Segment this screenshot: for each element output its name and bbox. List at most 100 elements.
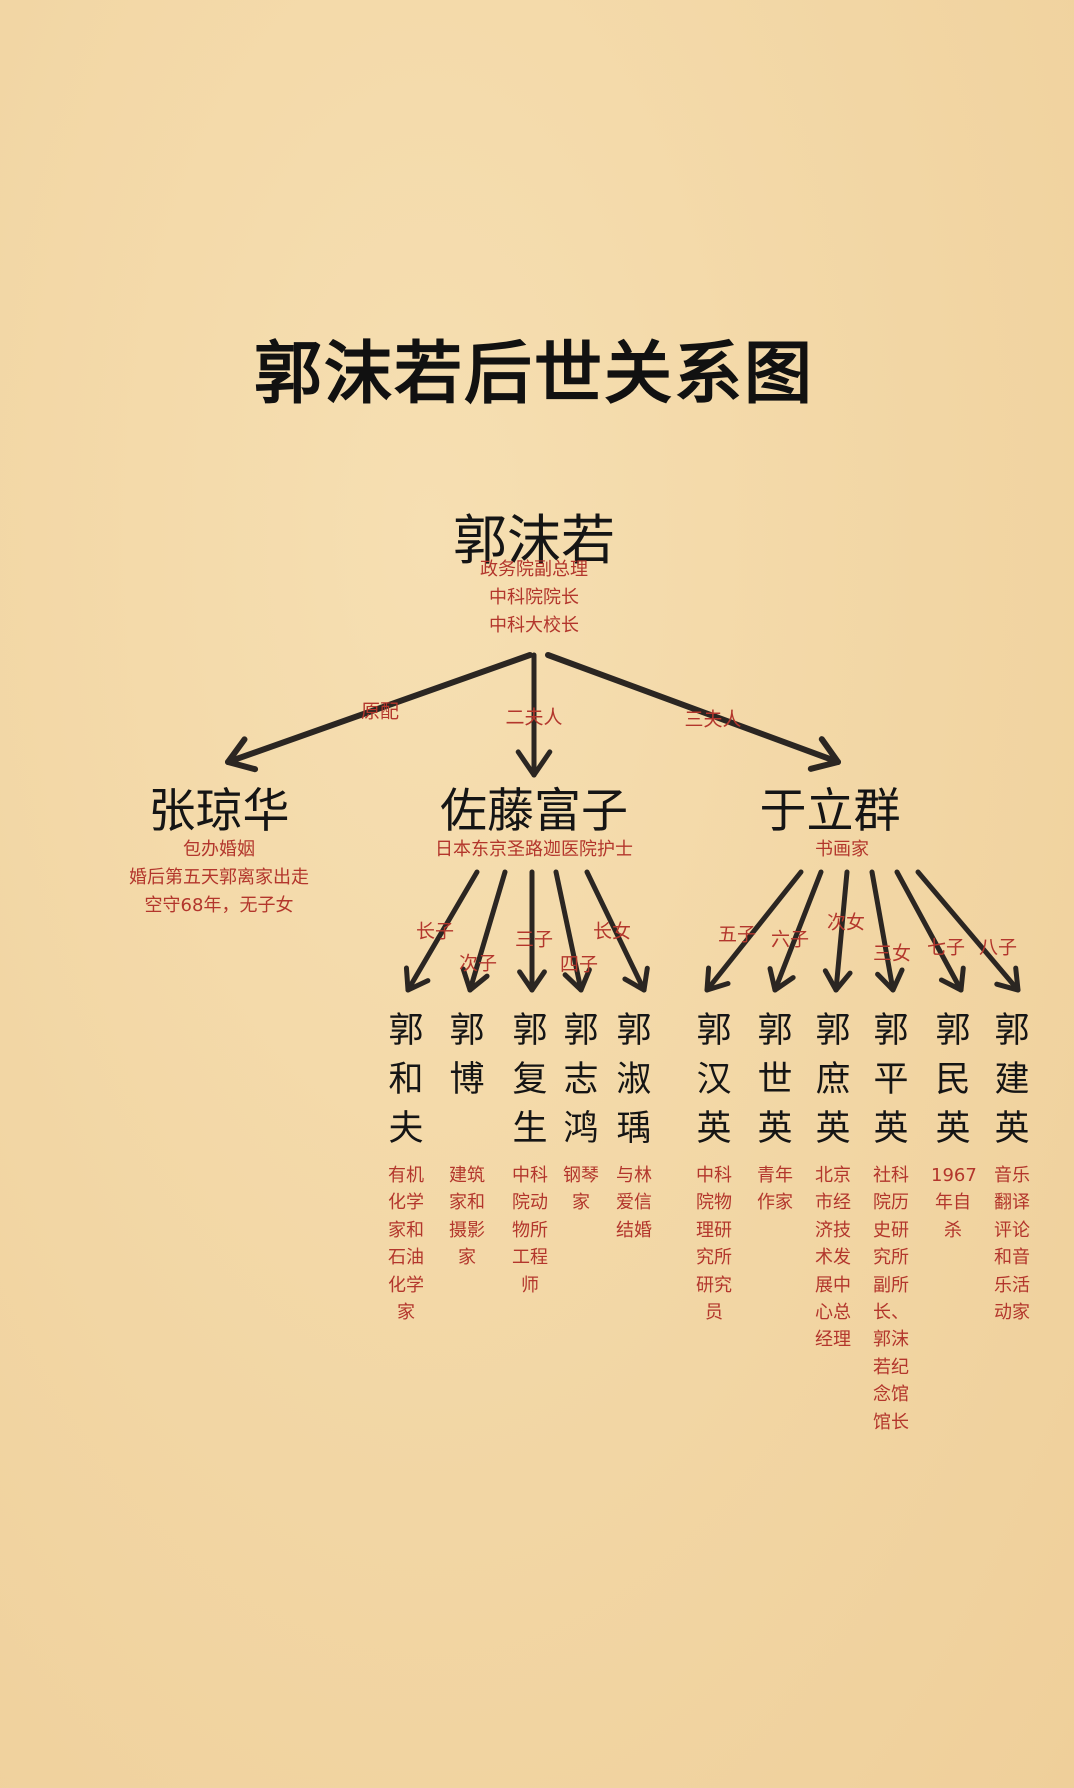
child-desc-line: 1967 (931, 1165, 977, 1186)
child-node: 郭淑瑀与林爱信结婚 (612, 1007, 656, 1244)
child-desc: 社科院历史研究所副所长、郭沫若纪念馆馆长 (869, 1162, 913, 1436)
child-desc: 建筑家和摄影家 (445, 1162, 489, 1272)
child-desc-line: 钢琴 (563, 1165, 599, 1186)
arrow (584, 869, 650, 993)
relation-label: 二夫人 (505, 706, 563, 729)
child-desc-line: 和音 (994, 1247, 1030, 1269)
child-desc-line: 翻译 (994, 1192, 1030, 1214)
child-desc: 中科院物理研究所研究员 (692, 1162, 736, 1326)
arrow (822, 869, 853, 993)
child-desc-line: 济技 (815, 1219, 851, 1241)
relation-label: 原配 (360, 700, 400, 723)
child-desc: 与林爱信结婚 (612, 1162, 656, 1244)
child-desc-line: 年自 (935, 1192, 971, 1214)
child-desc-line: 北京 (815, 1165, 851, 1186)
root-desc-line: 政务院副总理 (480, 559, 588, 580)
child-name: 郭平英 (873, 1011, 909, 1149)
child-name: 郭民英 (935, 1011, 971, 1149)
child-desc-line: 工程 (512, 1247, 548, 1269)
child-desc-line: 术发 (815, 1247, 851, 1269)
wife-name: 张琼华 (148, 784, 290, 839)
child-desc-line: 音乐 (994, 1165, 1030, 1186)
wife-desc: 包办婚姻 婚后第五天郭离家出走 空守68年，无子女 (129, 836, 309, 920)
child-desc-line: 究所 (873, 1247, 909, 1269)
child-name: 郭建英 (994, 1011, 1030, 1149)
arrow (515, 652, 553, 778)
child-relation-label: 八子 (978, 936, 1018, 959)
child-relation-label: 次子 (458, 952, 498, 975)
arrow (704, 869, 804, 993)
child-desc-line: 副所 (873, 1274, 909, 1296)
child-relation-label: 五子 (717, 923, 757, 946)
child-desc-line: 经理 (815, 1329, 851, 1351)
wife-name: 佐藤富子 (440, 784, 628, 839)
arrow (915, 869, 1021, 993)
wife-desc-line: 包办婚姻 (183, 839, 255, 860)
child-name: 郭博 (449, 1011, 485, 1100)
child-node: 郭平英社科院历史研究所副所长、郭沫若纪念馆馆长 (869, 1007, 913, 1436)
child-desc-line: 研究 (696, 1274, 732, 1296)
child-desc-line: 家 (458, 1247, 476, 1269)
root-desc-line: 中科院院长 (489, 587, 579, 608)
child-name: 郭复生 (512, 1011, 548, 1149)
child-name: 郭志鸿 (563, 1011, 599, 1149)
child-relation-label: 三子 (514, 928, 554, 951)
child-desc-line: 杀 (944, 1219, 962, 1241)
child-desc-line: 市经 (815, 1192, 851, 1214)
child-desc: 有机化学家和石油化学家 (384, 1162, 428, 1326)
arrow (869, 869, 905, 993)
child-relation-label: 四子 (559, 953, 599, 976)
child-relation-label: 六子 (770, 928, 810, 951)
child-node: 郭世英青年作家 (753, 1007, 797, 1217)
child-desc-line: 评论 (994, 1219, 1030, 1241)
child-desc: 钢琴家 (559, 1162, 603, 1217)
child-relation-label: 长女 (592, 920, 632, 943)
child-desc-line: 社科 (873, 1165, 909, 1186)
child-desc-line: 家 (572, 1192, 590, 1214)
child-desc-line: 爱信 (616, 1192, 652, 1214)
child-desc-line: 理研 (696, 1219, 732, 1241)
child-name: 郭淑瑀 (616, 1011, 652, 1149)
child-desc: 中科院动物所工程师 (508, 1162, 552, 1299)
root-desc-line: 中科大校长 (489, 615, 579, 636)
child-node: 郭志鸿钢琴家 (559, 1007, 603, 1217)
child-desc-line: 有机 (388, 1165, 424, 1186)
child-desc-line: 院历 (873, 1192, 909, 1214)
child-desc-line: 究所 (696, 1247, 732, 1269)
child-desc-line: 心总 (815, 1302, 851, 1324)
child-relation-label: 七子 (926, 936, 966, 959)
root-desc: 政务院副总理 中科院院长 中科大校长 (480, 556, 588, 640)
child-desc-line: 院动 (512, 1192, 548, 1214)
arrow (403, 869, 480, 993)
child-desc-line: 馆长 (873, 1411, 909, 1433)
child-node: 郭汉英中科院物理研究所研究员 (692, 1007, 736, 1326)
child-node: 郭建英音乐翻译评论和音乐活动家 (990, 1007, 1034, 1326)
relation-label: 三夫人 (684, 708, 742, 731)
child-desc: 音乐翻译评论和音乐活动家 (990, 1162, 1034, 1326)
child-desc: 北京市经济技术发展中心总经理 (811, 1162, 855, 1354)
wife-name: 于立群 (759, 784, 901, 839)
arrow (517, 869, 547, 993)
child-name: 郭汉英 (696, 1011, 732, 1149)
child-desc-line: 结婚 (616, 1219, 652, 1241)
child-desc-line: 物所 (512, 1219, 548, 1241)
arrow (545, 652, 841, 772)
child-desc-line: 青年 (757, 1165, 793, 1186)
child-name: 郭庶英 (815, 1011, 851, 1149)
child-desc-line: 家 (397, 1302, 415, 1324)
child-desc-line: 长、 (873, 1302, 909, 1324)
child-relation-label: 长子 (415, 920, 455, 943)
child-desc-line: 家和 (388, 1219, 424, 1241)
child-relation-label: 次女 (826, 911, 866, 934)
child-desc-line: 员 (705, 1302, 723, 1324)
page-title: 郭沫若后世关系图 (253, 335, 815, 414)
child-desc-line: 中科 (512, 1165, 548, 1186)
child-desc-line: 念馆 (873, 1384, 909, 1406)
child-desc-line: 化学 (388, 1192, 424, 1214)
child-desc-line: 中科 (696, 1165, 732, 1186)
child-desc-line: 乐活 (994, 1274, 1030, 1296)
child-desc: 青年作家 (753, 1162, 797, 1217)
child-name: 郭和夫 (388, 1011, 424, 1149)
child-desc-line: 若纪 (873, 1356, 909, 1378)
